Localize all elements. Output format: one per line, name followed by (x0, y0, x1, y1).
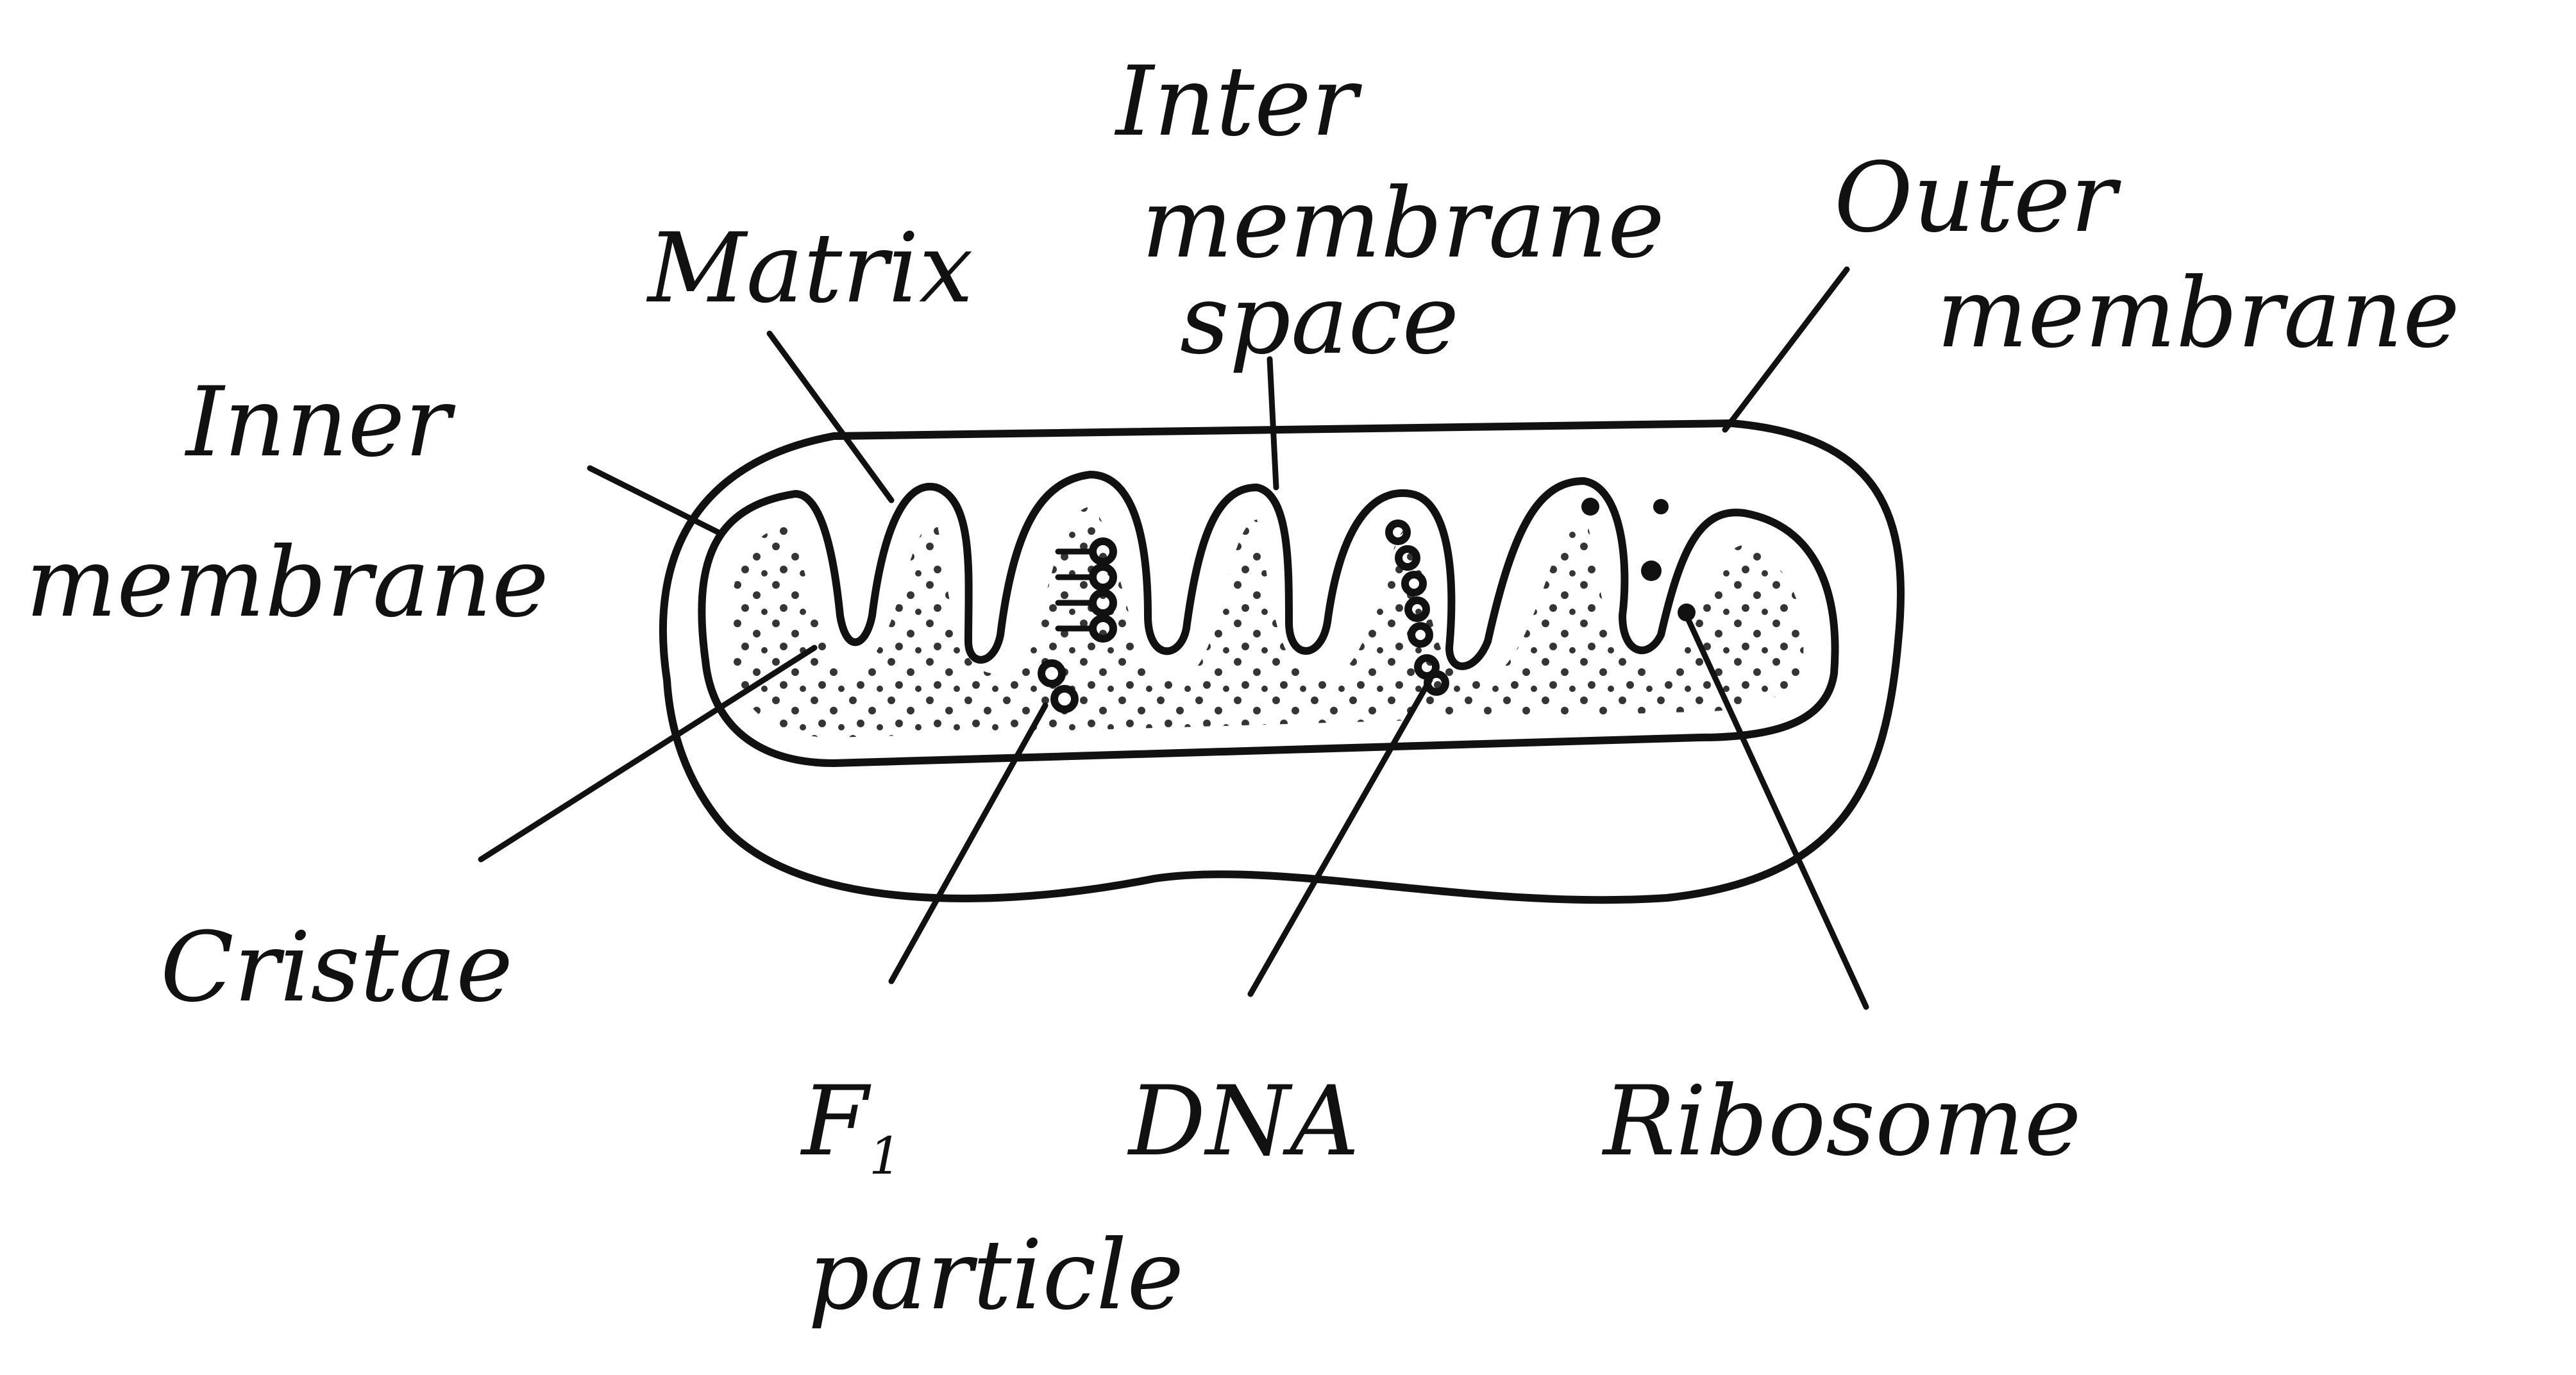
matrix-leader (770, 333, 891, 500)
outer-membrane-label-line2: membrane (1937, 258, 2460, 369)
f1-particle-label-main: F (800, 1066, 871, 1177)
dna-label: DNA (1127, 1066, 1360, 1177)
outer-membrane-label-line1: Outer (1834, 142, 2122, 254)
outer-membrane-leader (1725, 269, 1847, 430)
intermembrane-label-line3: space (1180, 264, 1459, 376)
dna-leader (1250, 680, 1430, 994)
intermembrane-label-line1: Inter (1114, 46, 1363, 158)
inner-membrane-label-line1: Inner (184, 367, 456, 478)
matrix-stipple (730, 507, 1803, 738)
inner-membrane-label-line2: membrane (26, 527, 549, 639)
f1-particle-leader (891, 705, 1045, 981)
f1-particle-label-sub: 1 (869, 1126, 902, 1186)
ribosome-label: Ribosome (1601, 1066, 2082, 1177)
matrix-label: Matrix (646, 213, 973, 325)
intermembrane-leader (1270, 359, 1276, 487)
cristae-label: Cristae (160, 912, 513, 1024)
intermembrane-label-line2: membrane (1141, 168, 1665, 280)
inner-membrane-leader (590, 468, 718, 532)
f1-particle-label-line2: particle (808, 1220, 1184, 1331)
